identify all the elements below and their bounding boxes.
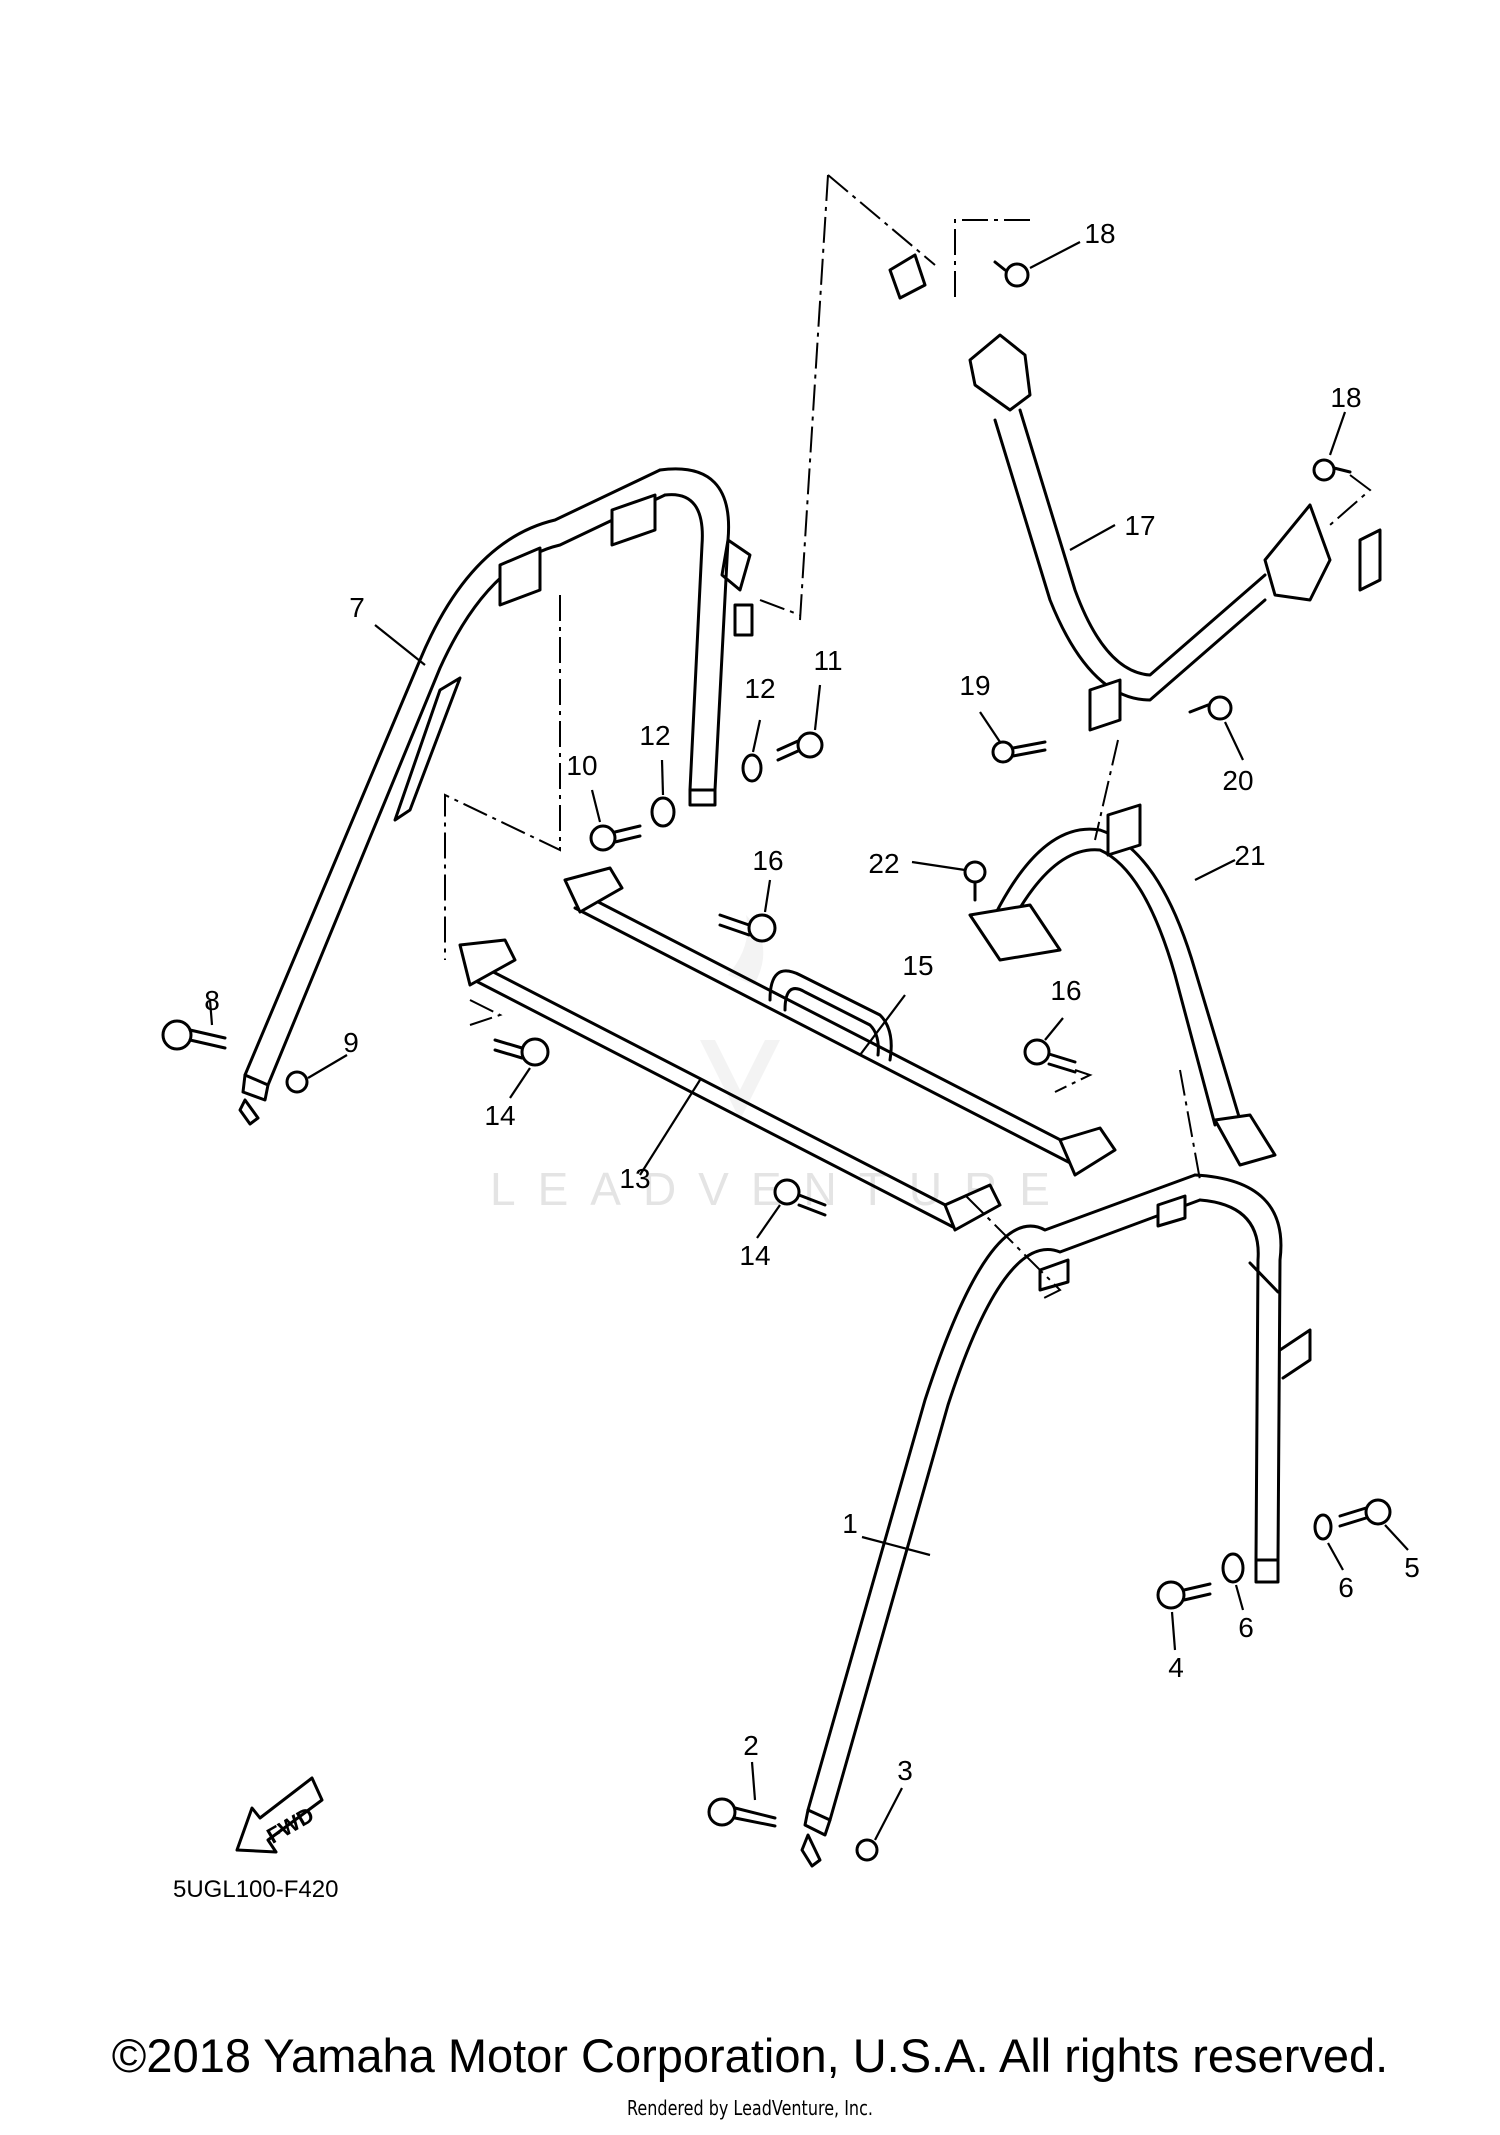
bolt-16b-icon [1023,1038,1077,1074]
fwd-arrow-icon: FWD [235,1776,324,1854]
bolt-10-icon [589,824,642,852]
callout-1: 1 [842,1508,858,1539]
callout-6: 6 [1238,1612,1254,1643]
leader-lines [208,241,1409,1841]
washer-12b-icon [741,753,763,783]
callout-17: 17 [1124,510,1155,541]
diagram-code: 5UGL100-F420 [173,1876,338,1903]
bolt-20-icon [1188,695,1233,721]
bolt-16-icon [718,913,777,943]
watermark: LEADVENTURE [490,915,1050,1215]
bolt-14-icon [493,1037,550,1067]
bolt-14b-icon [773,1178,827,1217]
copyright-notice: ©2018 Yamaha Motor Corporation, U.S.A. A… [111,2029,1389,2082]
callout-21: 21 [1234,840,1265,871]
bolt-11-icon [776,731,824,762]
washer-6b-icon [1313,1513,1333,1541]
callout-16: 16 [752,845,783,876]
render-credit: Rendered by LeadVenture, Inc. [627,2096,873,2120]
callout-16b: 16 [1050,975,1081,1006]
callout-18b: 18 [1330,382,1361,413]
callout-8: 8 [204,985,220,1016]
part-7-rear-rollbar [238,467,754,1126]
callout-19: 19 [959,670,990,701]
callout-7: 7 [349,592,365,623]
bolt-19-icon [991,740,1047,764]
callout-22: 22 [868,848,899,879]
callout-15: 15 [902,950,933,981]
washer-12-icon [650,796,676,828]
callout-2: 2 [743,1730,759,1761]
watermark-logo-icon [700,915,780,1120]
callout-6b: 6 [1338,1572,1354,1603]
bolt-5-icon [1338,1498,1392,1528]
callout-numbers: 1 2 3 4 5 6 6 7 8 9 10 11 12 12 13 14 14… [204,218,1420,1786]
callout-20: 20 [1222,765,1253,796]
bolt-8-icon [161,1019,227,1051]
nut-9-icon [285,1070,309,1094]
part-21-support-stay [968,803,1277,1167]
callout-5: 5 [1404,1552,1420,1583]
part-15-grab-bar [563,866,1117,1177]
part-17-bracket-bar [888,253,1382,732]
bolt-18b-icon [1312,458,1352,482]
callout-13: 13 [619,1163,650,1194]
callout-18: 18 [1084,218,1115,249]
callout-14: 14 [484,1100,515,1131]
callout-3: 3 [897,1755,913,1786]
callout-9: 9 [343,1027,359,1058]
callout-12b: 12 [744,673,775,704]
washer-6-icon [1221,1552,1245,1584]
callout-12: 12 [639,720,670,751]
assembly-lines [444,174,1372,1301]
callout-10: 10 [566,750,597,781]
bolt-22-icon [963,860,987,902]
nut-3-icon [855,1838,879,1862]
bolt-4-icon [1156,1580,1212,1610]
fasteners [161,260,1392,1862]
part-1-front-rollbar [800,1173,1312,1868]
bolt-18-icon [993,260,1030,288]
callout-4: 4 [1168,1652,1184,1683]
bolt-2-icon [707,1797,777,1828]
callout-14b: 14 [739,1240,770,1271]
callout-11: 11 [813,645,842,676]
part-13-crossbar [458,938,1002,1232]
